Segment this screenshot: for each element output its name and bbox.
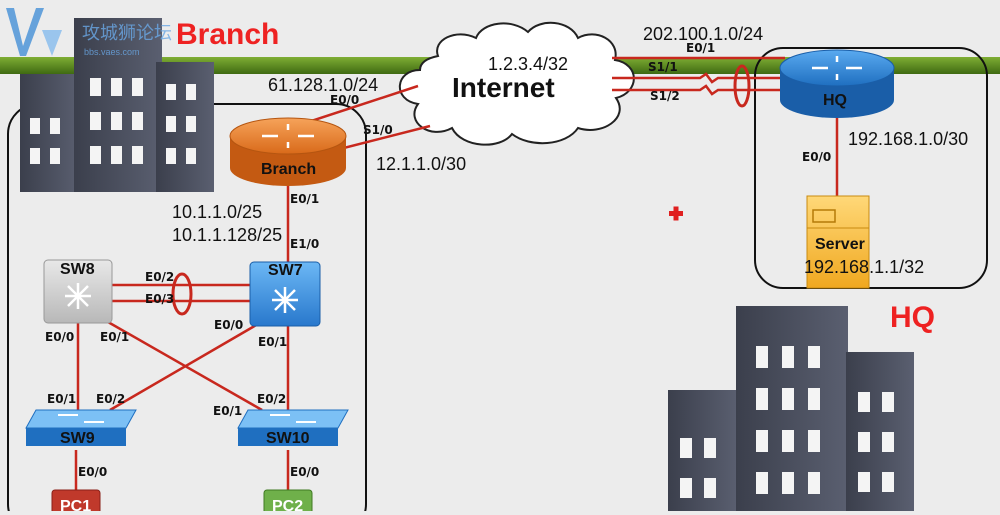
server-ip-label: 192.168.1.1/32 [804, 257, 925, 277]
hq-building-icon [668, 306, 914, 511]
sw7-label: SW7 [268, 262, 303, 279]
sw8-switch-icon [43, 259, 113, 324]
hq-s11-port: S1/1 [648, 60, 678, 74]
branch-e00-port: E0/0 [330, 93, 360, 107]
sw9-e01-port: E0/1 [47, 392, 77, 406]
hq-site-label: HQ [890, 301, 935, 334]
sw8-e01-port: E0/1 [100, 330, 130, 344]
sw8-e03-port: E0/3 [145, 292, 175, 306]
etherchannel-sw7-sw8-icon [171, 272, 193, 316]
pc1-icon [51, 489, 101, 511]
hq-router-label: HQ [823, 92, 847, 109]
vlan-b-network: 10.1.1.128/25 [172, 225, 283, 245]
bundle-hq-serial-icon [733, 64, 751, 108]
hq-s12-port: S1/2 [650, 89, 680, 103]
branch-router-label: Branch [261, 161, 317, 178]
branch-s10-network: 12.1.1.0/30 [376, 154, 467, 174]
server-label: Server [815, 236, 865, 253]
server-icon [806, 195, 870, 289]
sw10-switch-icon [237, 409, 349, 446]
sw7-switch-icon [249, 261, 321, 327]
sw10-e00-port: E0/0 [290, 465, 320, 479]
vlan-a-network: 10.1.1.0/25 [172, 202, 263, 222]
internet-ip-label: 1.2.3.4/32 [488, 54, 569, 74]
sw7-e00-port: E0/0 [214, 318, 244, 332]
pc1-label: PC1 [60, 498, 92, 515]
sw8-label: SW8 [60, 261, 95, 278]
branch-e00-network: 61.128.1.0/24 [268, 75, 379, 95]
sw9-label: SW9 [60, 430, 95, 447]
branch-building-icon [20, 18, 214, 192]
hq-lan-network: 192.168.1.0/30 [848, 129, 969, 149]
branch-s10-port: S1/0 [363, 123, 393, 137]
sw9-e00-port: E0/0 [78, 465, 108, 479]
sw7-e10-port: E1/0 [290, 237, 320, 251]
pc2-label: PC2 [272, 498, 304, 515]
branch-site-label: Branch [176, 18, 280, 51]
sw7-e01-port: E0/1 [258, 335, 288, 349]
sw9-e02-port: E0/2 [96, 392, 126, 406]
sw10-e02-port: E0/2 [257, 392, 287, 406]
hq-site-border [754, 47, 988, 289]
sw8-e02-port: E0/2 [145, 270, 175, 284]
hq-e00-port: E0/0 [802, 150, 832, 164]
branch-e01-port: E0/1 [290, 192, 320, 206]
link-hq-s11 [612, 72, 780, 84]
link-sw7-sw9 [109, 322, 259, 412]
hq-router-icon [779, 49, 895, 118]
internet-label: Internet [452, 72, 555, 103]
sw9-switch-icon [25, 409, 137, 446]
sw10-label: SW10 [266, 430, 310, 447]
sw8-e00-port: E0/0 [45, 330, 75, 344]
watermark-text: 攻城狮论坛 [82, 23, 172, 43]
sw10-e01-port: E0/1 [213, 404, 243, 418]
watermark-subtext: bbs.vaes.com [84, 47, 140, 57]
plus-marker-icon [669, 206, 683, 221]
link-hq-s12 [612, 84, 780, 96]
internet-cloud-icon [398, 21, 635, 146]
hq-e01-network: 202.100.1.0/24 [643, 24, 764, 44]
pc2-icon [263, 489, 313, 511]
hq-e01-port: E0/1 [686, 41, 716, 55]
watermark-logo [6, 8, 62, 56]
branch-router-icon [229, 117, 347, 186]
